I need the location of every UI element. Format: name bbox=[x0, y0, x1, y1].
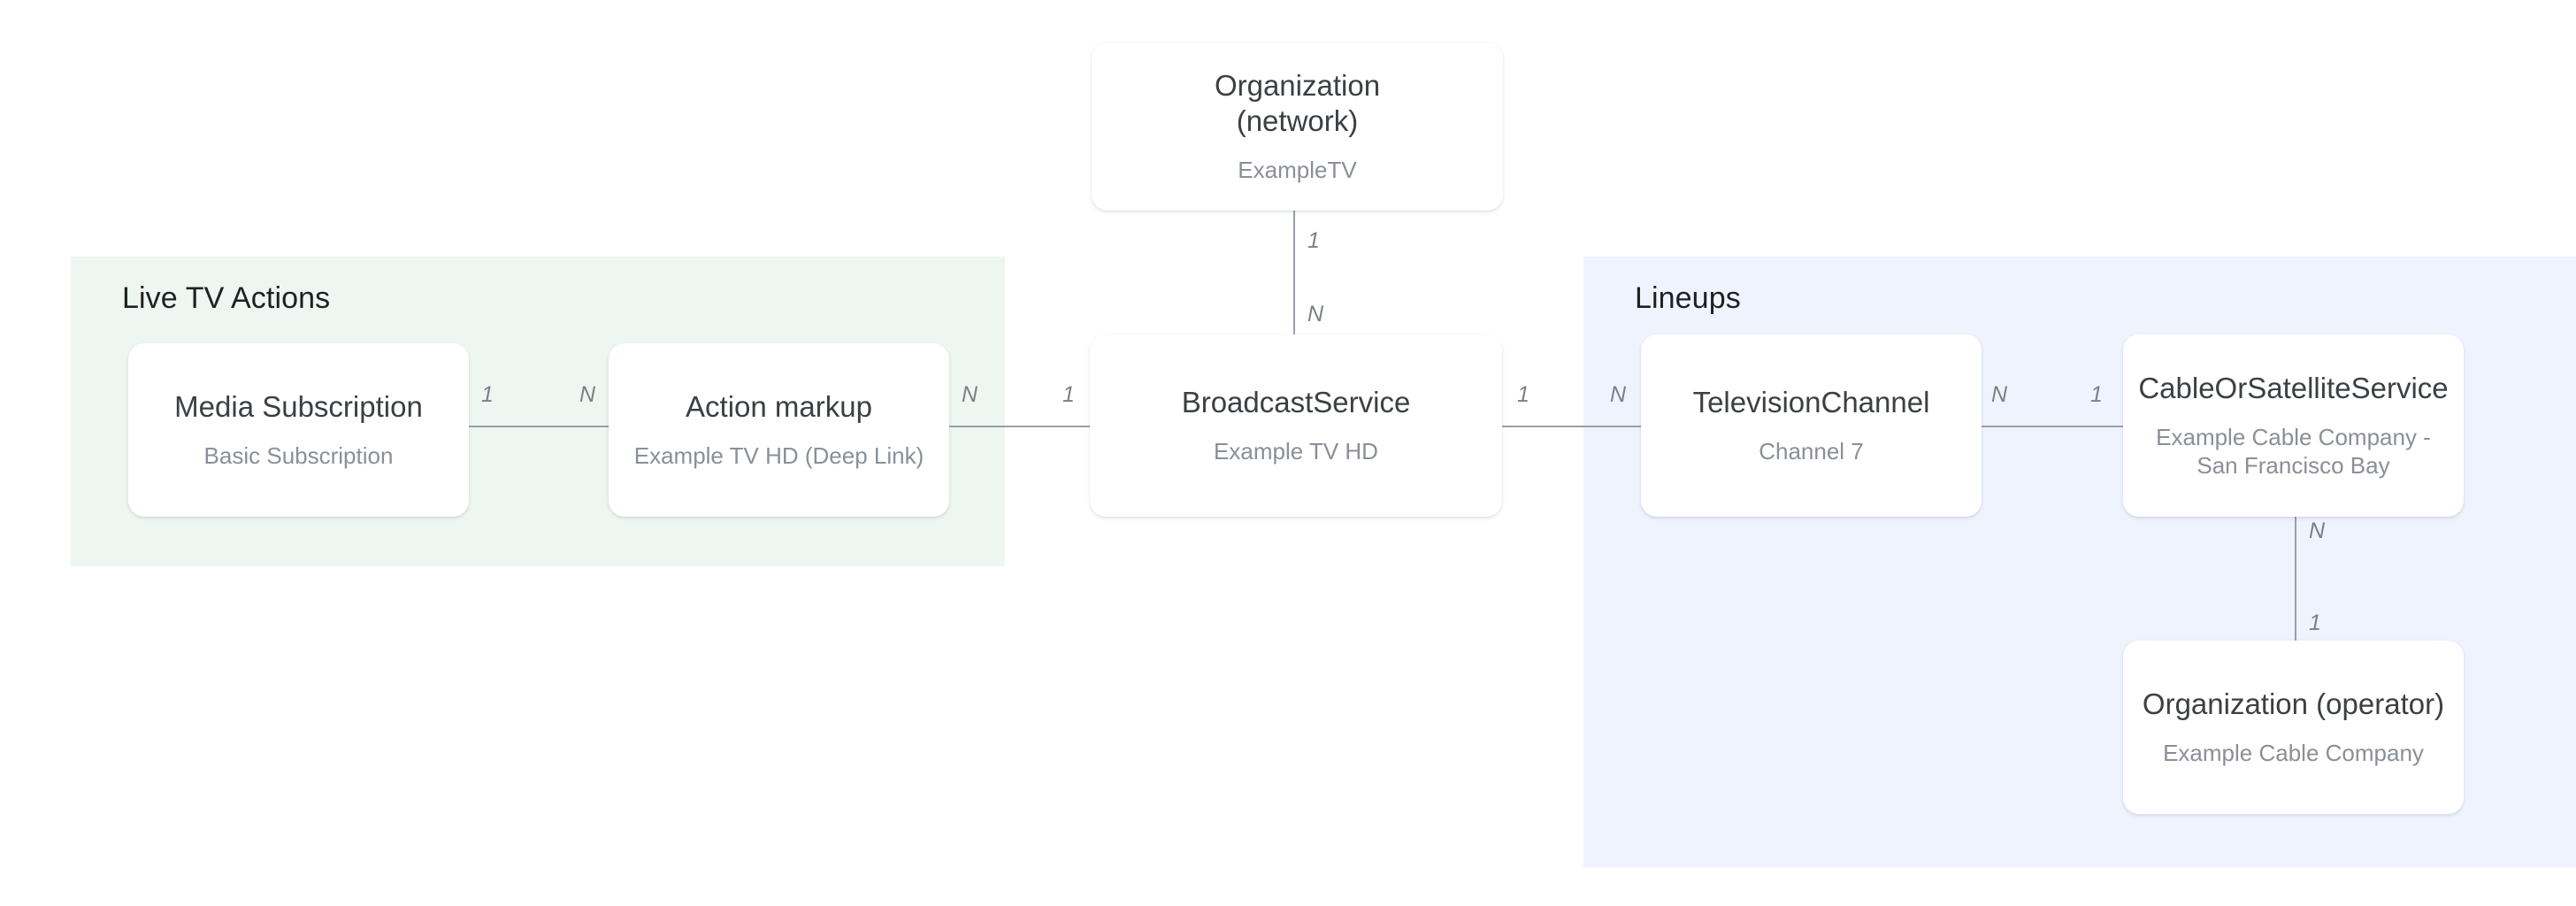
edge-line-org-network-to-broadcast bbox=[1293, 211, 1295, 423]
node-card-organization-operator[interactable]: Organization (operator) Example Cable Co… bbox=[2123, 641, 2464, 814]
edge-label-media-sub-to-action-from: 1 bbox=[481, 382, 494, 407]
node-subtitle: Example Cable Company - San Francisco Ba… bbox=[2156, 424, 2431, 480]
node-subtitle: Channel 7 bbox=[1759, 438, 1864, 465]
group-title-lineups: Lineups bbox=[1635, 281, 1741, 315]
node-title: BroadcastService bbox=[1181, 386, 1411, 419]
node-title: Organization (network) bbox=[1214, 68, 1381, 138]
node-subtitle: Example TV HD (Deep Link) bbox=[633, 442, 924, 470]
node-title: Action markup bbox=[686, 390, 872, 424]
edge-label-action-to-broadcast-to: 1 bbox=[1062, 382, 1075, 407]
edge-line-tv-channel-to-cable bbox=[1973, 426, 2141, 427]
node-card-broadcast-service[interactable]: BroadcastService Example TV HD bbox=[1090, 334, 1502, 517]
edge-line-media-sub-to-action bbox=[460, 426, 637, 427]
node-title: TelevisionChannel bbox=[1692, 386, 1930, 419]
edge-label-tv-channel-to-cable-from: N bbox=[1991, 382, 2008, 407]
edge-label-action-to-broadcast-from: N bbox=[962, 382, 978, 407]
node-card-action-markup[interactable]: Action markup Example TV HD (Deep Link) bbox=[609, 343, 949, 517]
node-subtitle: Basic Subscription bbox=[203, 442, 394, 470]
node-title: Media Subscription bbox=[174, 390, 423, 424]
edge-label-org-network-to-broadcast-to: N bbox=[1307, 302, 1324, 326]
node-subtitle: ExampleTV bbox=[1238, 157, 1357, 184]
edge-line-action-to-broadcast bbox=[938, 426, 1115, 427]
node-title: CableOrSatelliteService bbox=[2138, 372, 2449, 405]
edge-line-cable-to-org-operator bbox=[2295, 511, 2296, 649]
edge-label-cable-to-org-operator-to: 1 bbox=[2309, 610, 2321, 635]
edge-label-org-network-to-broadcast-from: 1 bbox=[1307, 228, 1320, 253]
node-card-cable-or-satellite-service[interactable]: CableOrSatelliteService Example Cable Co… bbox=[2123, 334, 2464, 517]
node-card-television-channel[interactable]: TelevisionChannel Channel 7 bbox=[1641, 334, 1982, 517]
node-subtitle: Example Cable Company bbox=[2163, 740, 2424, 767]
edge-label-media-sub-to-action-to: N bbox=[579, 382, 596, 407]
node-title: Organization (operator) bbox=[2142, 687, 2445, 721]
edge-label-broadcast-to-tv-channel-to: N bbox=[1610, 382, 1627, 407]
edge-label-cable-to-org-operator-from: N bbox=[2309, 518, 2326, 543]
edge-line-broadcast-to-tv-channel bbox=[1495, 426, 1672, 427]
group-title-live-tv-actions: Live TV Actions bbox=[122, 281, 331, 315]
node-card-media-subscription[interactable]: Media Subscription Basic Subscription bbox=[128, 343, 469, 517]
node-subtitle: Example TV HD bbox=[1214, 438, 1378, 465]
node-card-organization-network[interactable]: Organization (network) ExampleTV bbox=[1092, 42, 1503, 211]
edge-label-tv-channel-to-cable-to: 1 bbox=[2090, 382, 2103, 407]
edge-label-broadcast-to-tv-channel-from: 1 bbox=[1517, 382, 1530, 407]
